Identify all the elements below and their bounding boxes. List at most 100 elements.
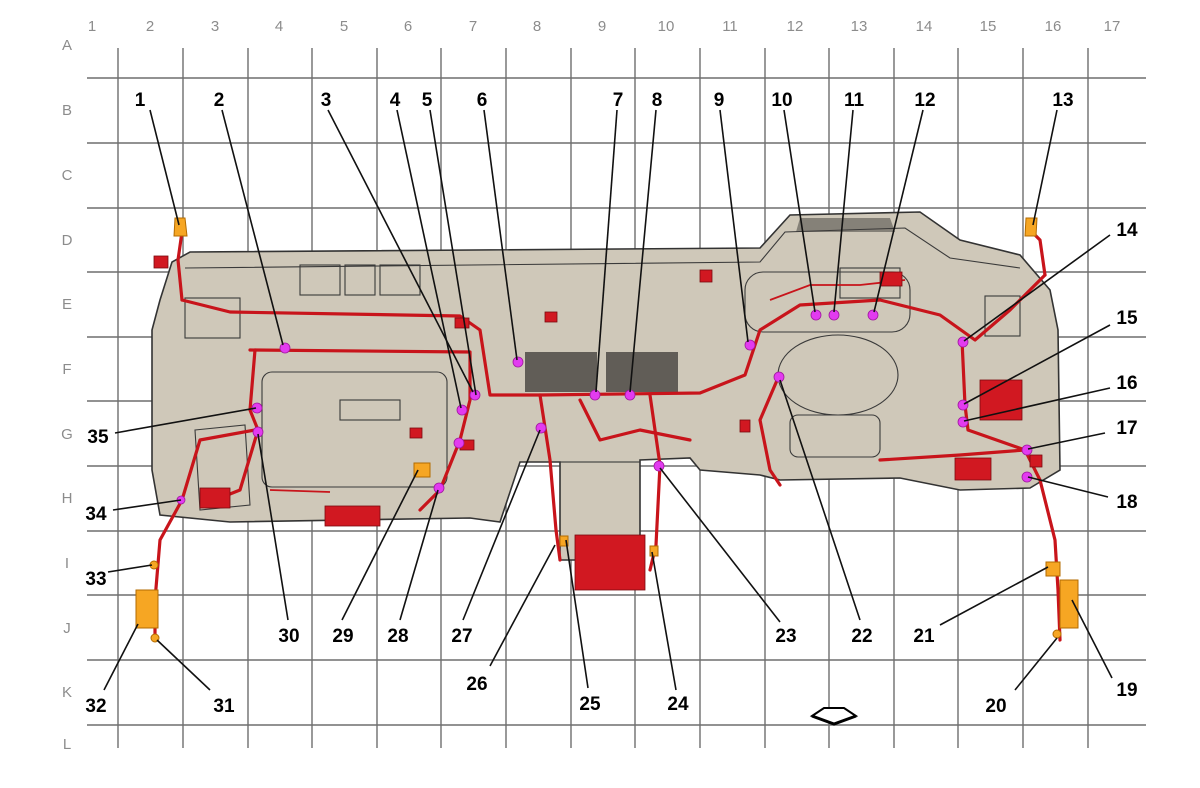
callout-label: 35 <box>87 427 109 448</box>
row-label: D <box>62 232 73 249</box>
harness-connector <box>544 311 558 323</box>
connector-point <box>744 339 756 351</box>
harness-steering-branch <box>758 376 782 487</box>
column-label: 4 <box>275 18 283 35</box>
leader-line <box>149 109 180 226</box>
row-labels: A B C D E F G H I J K L <box>61 37 73 753</box>
left-kick-module <box>135 589 159 629</box>
column-label: 17 <box>1104 18 1121 35</box>
callout-label: 15 <box>1116 308 1138 329</box>
row-label: B <box>62 102 72 119</box>
harness-connector <box>409 427 423 439</box>
callout-label: 23 <box>775 626 796 647</box>
leader-line <box>489 544 556 667</box>
row-label: G <box>61 426 73 443</box>
leader-line <box>114 407 257 434</box>
leader-line <box>659 467 781 623</box>
column-label: 11 <box>722 18 738 35</box>
column-label: 15 <box>980 18 997 35</box>
leader-line <box>651 551 677 691</box>
row-label: F <box>62 361 71 378</box>
leader-lines <box>103 109 1113 691</box>
connector-point <box>653 460 665 472</box>
callout-label: 2 <box>214 90 225 111</box>
column-labels: 1 2 3 4 5 6 7 8 9 10 11 12 13 14 15 16 1… <box>88 18 1121 35</box>
callout-label: 17 <box>1116 418 1137 439</box>
column-label: 6 <box>404 18 412 35</box>
callout-label: 25 <box>579 694 601 715</box>
connector-point <box>810 309 822 321</box>
callout-label: 33 <box>85 569 106 590</box>
row-label: H <box>62 490 73 507</box>
leader-line <box>963 387 1111 422</box>
leader-line <box>1027 432 1106 450</box>
row-label: K <box>62 684 72 701</box>
callout-label: 31 <box>213 696 235 717</box>
callout-label: 1 <box>135 90 146 111</box>
connector-point <box>535 422 547 434</box>
row-label: C <box>62 167 73 184</box>
leader-line <box>719 109 749 343</box>
leader-line <box>963 234 1111 342</box>
callout-label: 6 <box>477 90 488 111</box>
connector-point <box>1021 444 1033 456</box>
callout-label: 16 <box>1116 373 1137 394</box>
callout-label: 24 <box>667 694 689 715</box>
connector-point <box>589 389 601 401</box>
column-label: 14 <box>916 18 933 35</box>
callout-label: 34 <box>85 504 107 525</box>
left-kick-panel <box>194 424 251 511</box>
callout-label: 7 <box>613 90 624 111</box>
right-ground-point <box>1052 629 1062 639</box>
connector-point <box>456 404 468 416</box>
center-vent-left <box>525 352 597 392</box>
column-label: 1 <box>88 18 96 35</box>
callout-label: 13 <box>1052 90 1073 111</box>
leader-line <box>112 499 182 511</box>
harness-connector <box>153 255 169 269</box>
knee-bolster <box>789 414 881 458</box>
harness-connector <box>574 534 646 591</box>
leader-line <box>429 109 477 396</box>
callout-label: 28 <box>387 626 408 647</box>
connector-point <box>957 399 969 411</box>
column-label: 10 <box>658 18 675 35</box>
leader-line <box>1014 637 1058 691</box>
console-connector <box>649 545 659 557</box>
leader-line <box>1027 476 1109 498</box>
callout-label: 30 <box>278 626 299 647</box>
glovebox-latch <box>339 399 401 421</box>
left-vent <box>184 297 241 339</box>
callout-label: 19 <box>1116 680 1137 701</box>
leader-line <box>963 324 1111 405</box>
glovebox-connector <box>413 462 431 478</box>
callout-label: 32 <box>85 696 106 717</box>
connector-point <box>433 482 445 494</box>
callout-label: 11 <box>844 90 865 111</box>
callout-label: 22 <box>851 626 872 647</box>
callout-numbers: 1 2 3 4 5 6 7 8 9 10 11 12 13 14 15 16 1… <box>85 90 1138 717</box>
column-label: 13 <box>851 18 868 35</box>
row-label: L <box>63 736 71 753</box>
leader-line <box>783 109 816 313</box>
callout-label: 4 <box>390 90 401 111</box>
leader-line <box>833 109 854 313</box>
harness-connector <box>739 419 751 433</box>
column-label: 12 <box>787 18 804 35</box>
callout-label: 8 <box>652 90 663 111</box>
column-label: 9 <box>598 18 606 35</box>
leader-line <box>595 109 618 393</box>
harness-connector <box>979 379 1023 421</box>
row-label: J <box>63 620 71 637</box>
row-label: A <box>62 37 72 54</box>
callout-label: 3 <box>321 90 332 111</box>
callout-label: 12 <box>914 90 935 111</box>
harness-connector <box>454 317 470 329</box>
connector-point <box>957 416 969 428</box>
leader-line <box>483 109 518 361</box>
connector-point <box>1021 471 1033 483</box>
right-a-pillar-connector <box>1024 217 1038 237</box>
connector-point <box>867 309 879 321</box>
callout-label: 27 <box>451 626 472 647</box>
